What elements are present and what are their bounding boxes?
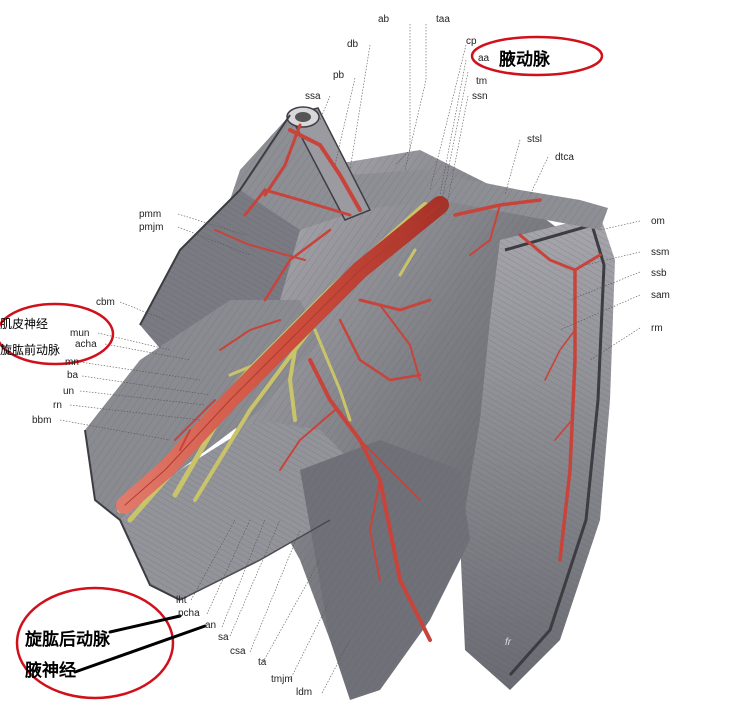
leader-lines bbox=[59, 24, 641, 694]
posterior-humeral-ring bbox=[15, 586, 175, 700]
annotation-axillary-nerve: 腋神经 bbox=[25, 661, 76, 681]
label-acha: acha bbox=[75, 339, 97, 350]
label-tmjm: tmjm bbox=[271, 674, 293, 685]
label-pmjm: pmjm bbox=[139, 222, 164, 233]
label-cp: cp bbox=[466, 36, 477, 47]
label-rn: rn bbox=[53, 400, 62, 411]
label-mn: mn bbox=[65, 357, 79, 368]
annotation-pointers bbox=[73, 614, 207, 674]
musculocutaneous-ring bbox=[0, 302, 115, 366]
label-cbm: cbm bbox=[96, 297, 115, 308]
label-stsl: stsl bbox=[527, 134, 542, 145]
annotation-axillary-artery: 腋动脉 bbox=[499, 50, 550, 70]
label-rm: rm bbox=[651, 323, 663, 334]
label-lht: lht bbox=[176, 595, 187, 606]
label-pmm: pmm bbox=[139, 209, 162, 220]
label-om: om bbox=[651, 216, 665, 227]
annotation-rings bbox=[0, 35, 604, 700]
label-fr: fr bbox=[505, 637, 512, 648]
label-tm: tm bbox=[476, 76, 488, 87]
label-db: db bbox=[347, 39, 359, 50]
label-sam: sam bbox=[651, 290, 670, 301]
label-sa: sa bbox=[218, 632, 229, 643]
label-an: an bbox=[205, 620, 217, 631]
label-taa: taa bbox=[436, 14, 450, 25]
label-aa: aa bbox=[478, 53, 490, 64]
label-ssa: ssa bbox=[305, 91, 321, 102]
label-ta: ta bbox=[258, 657, 267, 668]
label-csa: csa bbox=[230, 646, 246, 657]
label-bbm: bbm bbox=[32, 415, 52, 426]
label-mun: mun bbox=[70, 328, 90, 339]
artery-tree bbox=[116, 123, 602, 642]
axillary-artery-ring bbox=[470, 35, 604, 77]
label-ssn: ssn bbox=[472, 91, 488, 102]
label-ldm: ldm bbox=[296, 687, 313, 698]
annotation-musculocutaneous-nerve: 肌皮神经 bbox=[0, 317, 49, 331]
label-pcha: pcha bbox=[178, 608, 200, 619]
label-dtca: dtca bbox=[555, 152, 574, 163]
label-ba: ba bbox=[67, 370, 79, 381]
label-ssb: ssb bbox=[651, 268, 667, 279]
annotation-posterior-circumflex-humeral-artery: 旋肱后动脉 bbox=[25, 630, 110, 650]
annotation-anterior-circumflex-humeral-artery: 旋肱前动脉 bbox=[0, 343, 61, 357]
label-un: un bbox=[63, 386, 75, 397]
label-pb: pb bbox=[333, 70, 345, 81]
label-ssm: ssm bbox=[651, 247, 670, 258]
label-ab: ab bbox=[378, 14, 390, 25]
